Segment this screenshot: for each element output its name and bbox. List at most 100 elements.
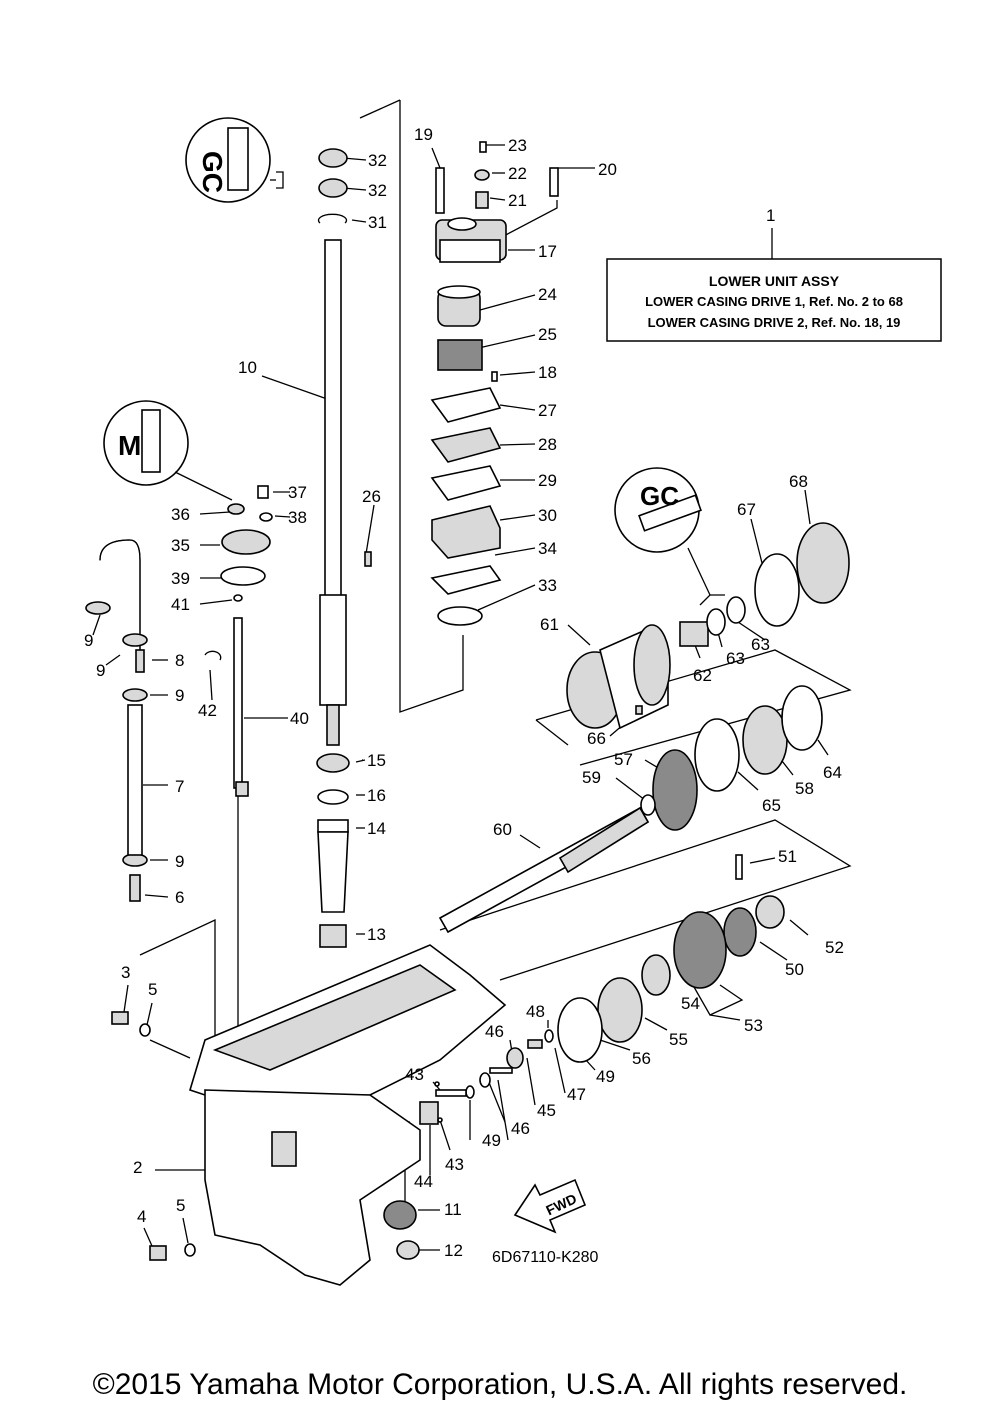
- callout-9d: 9: [175, 852, 184, 871]
- callout-46a: 46: [485, 1022, 504, 1041]
- part-61-propeller-housing: [566, 624, 671, 730]
- part-3-4-5-screws: [111, 1011, 196, 1261]
- callout-39: 39: [171, 569, 190, 588]
- part-7-tube: [127, 704, 143, 856]
- lower-unit-assy-box: LOWER UNIT ASSY LOWER CASING DRIVE 1, Re…: [606, 258, 942, 342]
- callout-60: 60: [493, 820, 512, 839]
- callout-22: 22: [508, 164, 527, 183]
- callout-2: 2: [133, 1158, 142, 1177]
- copyright-footer: ©2015 Yamaha Motor Corporation, U.S.A. A…: [92, 1368, 908, 1401]
- callout-61: 61: [540, 615, 559, 634]
- part-number-labels: 1 2 3 4 5 5 6 7 8 9 9 9 9 10 11 12 13 14…: [84, 125, 844, 1260]
- callout-52: 52: [825, 938, 844, 957]
- callout-14: 14: [367, 819, 386, 838]
- callout-56: 56: [632, 1049, 651, 1068]
- callout-63b: 63: [751, 635, 770, 654]
- part-59-washer: [640, 794, 656, 816]
- part-10-drive-shaft: [319, 239, 347, 746]
- callout-35: 35: [171, 536, 190, 555]
- part-6-nipple: [129, 874, 141, 902]
- part-hose-left: [99, 539, 141, 661]
- callout-28: 28: [538, 435, 557, 454]
- part-12-nut: [396, 1240, 420, 1260]
- part-21-22-23: [474, 141, 490, 209]
- callout-15: 15: [367, 751, 386, 770]
- svg-text:GC: GC: [640, 481, 679, 511]
- part-15-16-14-13: [316, 753, 350, 948]
- callout-68: 68: [789, 472, 808, 491]
- callout-11: 11: [444, 1200, 462, 1219]
- part-30-base: [431, 505, 501, 559]
- leader-lines: [92, 99, 852, 1251]
- part-34-gasket: [430, 565, 502, 595]
- part-40-shift-rod: [233, 617, 249, 797]
- drawing-code: 6D67110-K280: [492, 1249, 599, 1266]
- callout-58: 58: [795, 779, 814, 798]
- svg-text:M: M: [118, 430, 141, 461]
- callout-33: 33: [538, 576, 557, 595]
- callout-34: 34: [538, 539, 557, 558]
- svg-text:GC: GC: [197, 151, 228, 193]
- callout-41: 41: [171, 595, 190, 614]
- part-2-lower-casing: [189, 944, 507, 1286]
- callout-17: 17: [538, 242, 557, 261]
- callout-49a: 49: [596, 1067, 615, 1086]
- callout-38: 38: [288, 508, 307, 527]
- detail-circle-63: GC: [614, 467, 702, 553]
- callout-3: 3: [121, 963, 130, 982]
- callout-54: 54: [681, 994, 700, 1013]
- callout-31: 31: [368, 213, 387, 232]
- callout-4: 4: [137, 1207, 146, 1226]
- callout-1: 1: [766, 206, 775, 225]
- callout-9b: 9: [96, 661, 105, 680]
- part-42-clip: [204, 650, 222, 661]
- callout-51: 51: [778, 847, 797, 866]
- callout-25: 25: [538, 325, 557, 344]
- assy-line-2: LOWER CASING DRIVE 2, Ref. No. 18, 19: [648, 315, 901, 330]
- callout-10: 10: [238, 358, 257, 377]
- part-25-impeller: [437, 339, 483, 371]
- callout-43b: 43: [445, 1155, 464, 1174]
- part-17-pump-housing: [435, 217, 507, 263]
- part-18-pin: [491, 371, 498, 382]
- part-31-circlip: [317, 213, 348, 224]
- callout-59: 59: [582, 768, 601, 787]
- callout-43a: 43: [405, 1065, 424, 1084]
- callout-46b: 46: [511, 1119, 530, 1138]
- callout-66: 66: [587, 729, 606, 748]
- callout-23: 23: [508, 136, 527, 155]
- callout-12: 12: [444, 1241, 463, 1260]
- assy-line-1: LOWER CASING DRIVE 1, Ref. No. 2 to 68: [645, 294, 903, 309]
- callout-63a: 63: [726, 649, 745, 668]
- part-66-screw: [635, 705, 643, 715]
- assy-title: LOWER UNIT ASSY: [709, 273, 840, 289]
- part-65-58-64: [694, 685, 823, 792]
- callout-62: 62: [693, 666, 712, 685]
- callout-55: 55: [669, 1030, 688, 1049]
- callout-26: 26: [362, 487, 381, 506]
- part-32-bearings: [318, 148, 348, 198]
- callout-40: 40: [290, 709, 309, 728]
- callout-48: 48: [526, 1002, 545, 1021]
- fwd-arrow: FWD: [513, 1178, 587, 1234]
- part-50-clutch: [723, 907, 757, 957]
- detail-circle-32: GC: [185, 117, 271, 203]
- callout-32b: 32: [368, 181, 387, 200]
- callout-47: 47: [567, 1085, 586, 1104]
- part-26-key: [364, 551, 372, 567]
- callout-27: 27: [538, 401, 557, 420]
- callout-64: 64: [823, 763, 842, 782]
- callout-29: 29: [538, 471, 557, 490]
- callout-24: 24: [538, 285, 557, 304]
- part-9-clamps: [85, 601, 148, 867]
- callout-45: 45: [537, 1101, 556, 1120]
- callout-32a: 32: [368, 151, 387, 170]
- callout-9a: 9: [84, 631, 93, 650]
- callout-49b: 49: [482, 1131, 501, 1150]
- part-43-49-small-parts: [419, 1029, 554, 1125]
- callout-19: 19: [414, 125, 433, 144]
- part-27-28-29-plates: [430, 387, 502, 501]
- callout-5a: 5: [148, 980, 157, 999]
- callout-21: 21: [508, 191, 527, 210]
